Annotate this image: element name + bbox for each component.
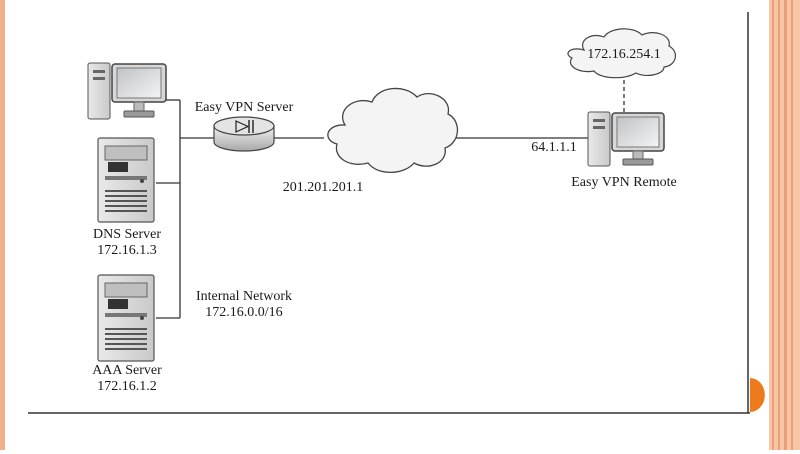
right-stripe-lines — [765, 0, 800, 450]
workstation-icon — [87, 62, 167, 120]
left-accent-stripe — [0, 0, 5, 450]
easy-vpn-remote-label: Easy VPN Remote — [571, 175, 677, 190]
remote-outside-ip: 64.1.1.1 — [531, 140, 577, 155]
router-icon — [213, 116, 275, 152]
aaa-server-ip: 172.16.1.2 — [97, 379, 157, 394]
workstation-icon — [587, 111, 665, 167]
cloud-icon — [327, 87, 459, 174]
internal-network-subnet: 172.16.0.0/16 — [205, 305, 282, 320]
right-accent-panel — [765, 0, 800, 450]
remote-inside-ip: 172.16.254.1 — [587, 47, 661, 62]
server-tower-icon — [97, 137, 155, 223]
public-ip-label: 201.201.201.1 — [283, 180, 364, 195]
vpn-server-label: Easy VPN Server — [195, 100, 294, 115]
server-tower-icon — [97, 274, 155, 362]
dns-server-name: DNS Server — [93, 227, 161, 242]
cloud-icon — [567, 28, 677, 79]
dns-server-ip: 172.16.1.3 — [97, 243, 157, 258]
internal-network-title: Internal Network — [196, 289, 292, 304]
orange-tab-marker — [750, 378, 765, 412]
aaa-server-name: AAA Server — [92, 363, 162, 378]
